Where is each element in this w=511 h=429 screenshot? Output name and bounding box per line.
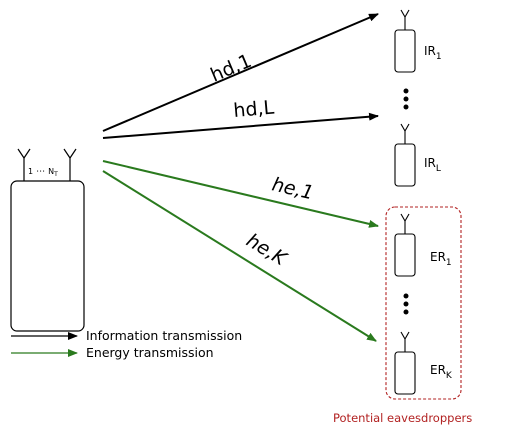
energy-link-label-K: he,K <box>242 229 291 270</box>
antenna-icon <box>17 148 31 181</box>
eavesdropper-label: Potential eavesdroppers <box>333 411 472 425</box>
legend-information-label: Information transmission <box>86 328 242 343</box>
antenna-icon <box>400 123 410 144</box>
vertical-ellipsis-icon <box>403 88 409 110</box>
receiver-label: ER1 <box>430 250 452 268</box>
receiver-device <box>394 233 416 277</box>
receiver-label: ERK <box>430 363 453 381</box>
antenna-icon <box>400 331 410 352</box>
receiver-label: IRL <box>424 156 441 174</box>
information-receiver-L: IRL <box>394 123 441 187</box>
info-link-arrow-L <box>102 112 379 139</box>
energy-receiver-1: ER1 <box>394 213 452 277</box>
legend: Information transmission Energy transmis… <box>11 328 242 360</box>
antenna-icon <box>63 148 77 181</box>
antenna-icon <box>400 213 410 234</box>
receiver-device <box>394 29 416 73</box>
receiver-device <box>394 143 416 187</box>
transmitter-body <box>10 180 85 332</box>
vertical-ellipsis-icon <box>403 293 409 315</box>
receiver-device <box>394 351 416 395</box>
energy-link-arrow-1 <box>102 160 379 228</box>
energy-receiver-K: ERK <box>394 331 453 395</box>
transmitter: 1⋯NT <box>10 148 85 332</box>
antenna-icon <box>400 9 410 30</box>
legend-energy-label: Energy transmission <box>86 345 214 360</box>
information-receiver-1: IR1 <box>394 9 442 73</box>
receiver-label: IR1 <box>424 44 442 62</box>
info-link-label-L: hd,L <box>233 96 276 122</box>
info-link-label-1: hd,1 <box>207 50 254 87</box>
energy-link-label-1: he,1 <box>270 173 316 204</box>
info-link-arrow-1 <box>102 13 379 132</box>
eavesdropper-group-box <box>385 206 462 400</box>
energy-link-arrow-K <box>102 170 377 342</box>
antenna-index-range: 1⋯NT <box>28 167 58 178</box>
